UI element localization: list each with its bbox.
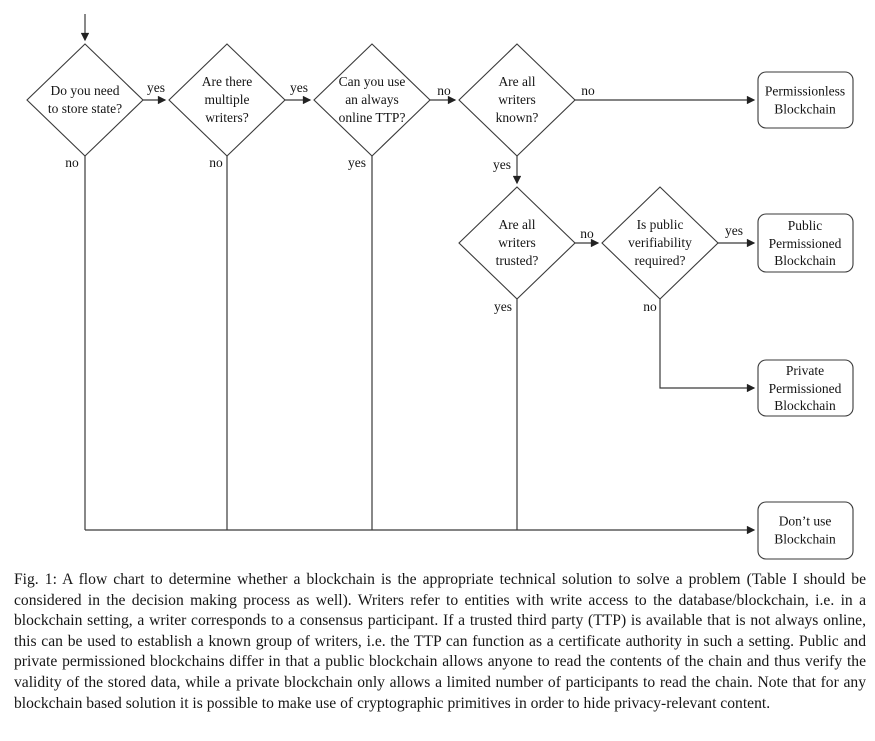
decision-public-verifiability-shape xyxy=(601,186,719,300)
decision-writers-known-shape xyxy=(458,43,576,157)
flowchart-canvas xyxy=(26,14,854,560)
outcome-permissionless-shape xyxy=(757,71,854,129)
figure-caption: Fig. 1: A flow chart to determine whethe… xyxy=(14,571,866,712)
decision-multiple-writers-shape xyxy=(168,43,286,157)
decision-writers-trusted-shape xyxy=(458,186,576,300)
outcome-private-permissioned-shape xyxy=(757,359,854,417)
decision-online-ttp-shape xyxy=(313,43,431,157)
outcome-public-permissioned-shape xyxy=(757,213,854,273)
outcome-no-blockchain-shape xyxy=(757,501,854,560)
decision-store-state-shape xyxy=(26,43,144,157)
edge-public-verifiability-no xyxy=(659,299,756,393)
flowchart: Do you need to store state? Are there mu… xyxy=(26,14,854,560)
